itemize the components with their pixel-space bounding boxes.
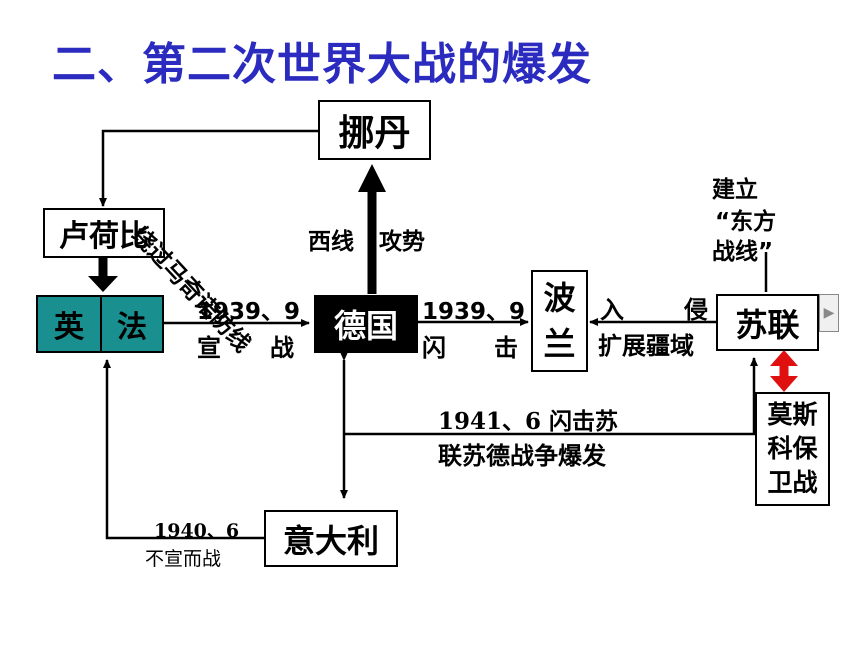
label-western-front-1: 西线 [308, 229, 354, 255]
label-invade-2: 侵 [684, 296, 708, 324]
label-war-declared-1: 宣 [197, 334, 221, 362]
label-war-declared-date: 1939、9 [197, 299, 301, 325]
label-western-front-2: 攻势 [379, 229, 425, 255]
label-eastern-2: “东方 [715, 209, 777, 235]
arrow-italy-to-allies [103, 359, 264, 540]
play-icon: ▶ [823, 305, 835, 321]
page-title: 二、第二次世界大战的爆发 [52, 39, 592, 90]
label-ussr-war-2: 联苏德战争爆发 [438, 442, 606, 470]
label-invade-1: 入 [600, 296, 624, 324]
label-blitz-1: 闪 [422, 334, 446, 362]
node-moscow: 莫斯 科保 卫战 [755, 392, 830, 506]
label-eastern-3: 战线” [712, 239, 774, 265]
label-ussr-war-1: 1941、6 闪击苏 [438, 408, 619, 435]
node-britain: 英 [36, 295, 102, 353]
node-denmark: 挪丹 [318, 100, 431, 160]
play-button[interactable]: ▶ [819, 294, 839, 332]
label-italy-date: 1940、6 [154, 520, 240, 542]
label-eastern-1: 建立 [712, 177, 758, 203]
node-france: 法 [100, 295, 164, 353]
label-expand: 扩展疆域 [598, 332, 694, 360]
node-germany: 德国 [314, 295, 418, 353]
node-benelux: 卢荷比 [43, 208, 165, 258]
label-war-declared-2: 战 [270, 334, 294, 362]
label-blitz-2: 击 [494, 334, 518, 362]
label-italy-war: 不宣而战 [145, 548, 222, 570]
node-italy: 意大利 [264, 510, 398, 567]
arrow-denmark-to-benelux [99, 129, 318, 207]
node-soviet: 苏联 [716, 294, 819, 351]
label-blitz-date: 1939、9 [422, 299, 526, 325]
arrow-germany-to-soviet [344, 357, 758, 436]
node-poland: 波 兰 [531, 270, 588, 372]
